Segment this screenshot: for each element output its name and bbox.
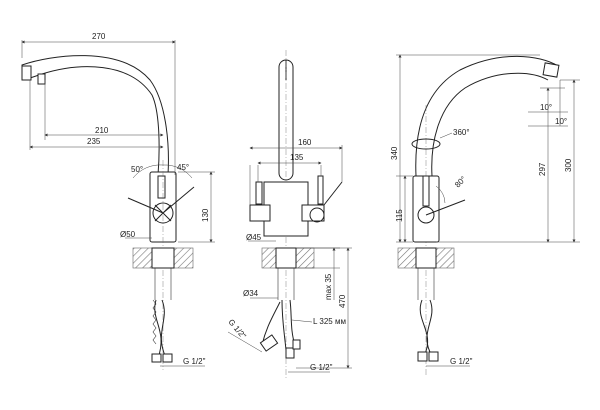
dim-135: 135 bbox=[290, 153, 304, 162]
dim-hose-length: L 325 мм bbox=[313, 317, 346, 326]
dim-50deg: 50° bbox=[131, 165, 143, 174]
dim-10deg-b: 10° bbox=[555, 117, 567, 126]
front-body bbox=[263, 181, 309, 237]
dim-d34: Ø34 bbox=[243, 289, 259, 298]
back-view: 340 115 360° 80° 10° 10° 297 300 G 1/2" bbox=[390, 54, 580, 375]
dim-297: 297 bbox=[538, 162, 547, 176]
side-aerator bbox=[21, 65, 32, 81]
side-hose-thread: G 1/2" bbox=[183, 357, 206, 366]
front-view: 160 135 Ø45 Ø34 max 35 470 L 325 мм G 1/… bbox=[226, 50, 352, 380]
dim-235: 235 bbox=[87, 137, 101, 146]
dim-80deg: 80° bbox=[453, 174, 468, 189]
dim-270: 270 bbox=[92, 32, 106, 41]
dim-d50: Ø50 bbox=[120, 230, 136, 239]
dim-210: 210 bbox=[95, 126, 109, 135]
back-hose-thread: G 1/2" bbox=[450, 357, 473, 366]
dim-300: 300 bbox=[564, 158, 573, 172]
dim-360deg: 360° bbox=[453, 128, 470, 137]
dim-340: 340 bbox=[390, 146, 399, 160]
dim-470: 470 bbox=[338, 294, 347, 308]
dim-115: 115 bbox=[395, 209, 404, 222]
front-hose-thread-bottom: G 1/2" bbox=[310, 363, 333, 372]
dim-130: 130 bbox=[201, 208, 210, 222]
side-view: 270 210 235 50° 45° 130 Ø50 G 1/2" bbox=[21, 32, 215, 370]
dim-45deg: 45° bbox=[177, 163, 189, 172]
back-spout bbox=[415, 55, 559, 177]
dim-d45: Ø45 bbox=[246, 233, 262, 242]
dim-10deg-a: 10° bbox=[540, 103, 552, 112]
dim-max35: max 35 bbox=[324, 273, 333, 300]
dim-160: 160 bbox=[298, 138, 312, 147]
side-spout bbox=[21, 55, 169, 176]
